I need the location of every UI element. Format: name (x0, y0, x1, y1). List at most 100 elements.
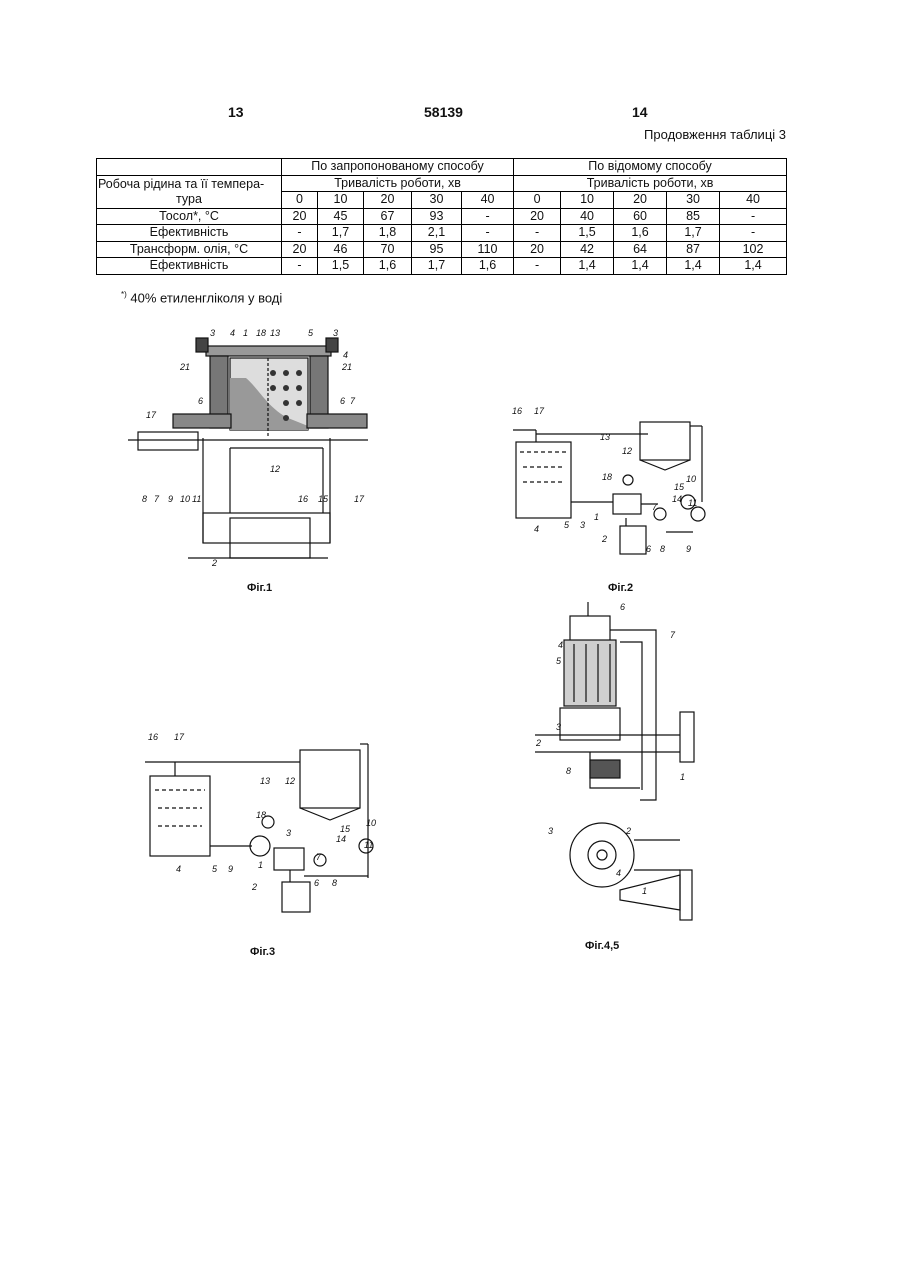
group-header-proposed: По запропонованому способу (282, 159, 514, 176)
fig2-part-label: 1 (594, 512, 599, 522)
results-table: По запропонованому способу По відомому с… (96, 158, 787, 275)
table-cell: 1,8 (364, 225, 412, 242)
fig1-part-label: 7 (350, 396, 355, 406)
fig1-part-label: 4 (230, 328, 235, 338)
time-cell: 30 (412, 192, 462, 209)
figure-1-caption: Фіг.1 (247, 582, 272, 594)
page-number-right: 14 (632, 104, 648, 120)
fig2-part-label: 16 (512, 406, 522, 416)
fig45-part-label: 3 (556, 722, 561, 732)
fig1-part-label: 1 (243, 328, 248, 338)
fig3-part-label: 18 (256, 810, 266, 820)
row-label: Ефективність (97, 225, 282, 242)
fig45-part-label: 6 (620, 602, 625, 612)
fig1-part-label: 17 (354, 494, 364, 504)
time-cell: 40 (720, 192, 787, 209)
fig3-part-label: 13 (260, 776, 270, 786)
row-label: Трансформ. олія, °С (97, 241, 282, 258)
figure-2-caption: Фіг.2 (608, 582, 633, 594)
fig2-part-label: 6 (646, 544, 651, 554)
fig3-part-label: 17 (174, 732, 184, 742)
table-cell: - (282, 225, 318, 242)
fig3-part-label: 8 (332, 878, 337, 888)
table-cell: 46 (318, 241, 364, 258)
table-cell: 42 (561, 241, 614, 258)
fig1-part-label: 8 (142, 494, 147, 504)
fig3-part-label: 12 (285, 776, 295, 786)
time-cell: 20 (614, 192, 667, 209)
fig45-part-label: 5 (556, 656, 561, 666)
table-cell: 1,5 (561, 225, 614, 242)
fig1-part-label: 16 (298, 494, 308, 504)
fig1-part-label: 12 (270, 464, 280, 474)
group-header-known: По відомому способу (514, 159, 787, 176)
patent-number: 58139 (424, 104, 463, 120)
table-cell: 85 (667, 208, 720, 225)
table-cell: 1,4 (561, 258, 614, 275)
fig2-part-label: 5 (564, 520, 569, 530)
fig1-part-label: 9 (168, 494, 173, 504)
table-cell: 45 (318, 208, 364, 225)
table-cell: 87 (667, 241, 720, 258)
fig2-part-label: 17 (534, 406, 544, 416)
table-cell: 1,7 (667, 225, 720, 242)
table-row: Тосол*, °С 20 45 67 93 - 20 40 60 85 - (97, 208, 787, 225)
table-cell: - (720, 225, 787, 242)
table-cell: 2,1 (412, 225, 462, 242)
fig1-part-label: 3 (333, 328, 338, 338)
fig3-part-label: 4 (176, 864, 181, 874)
table-cell: 1,4 (667, 258, 720, 275)
fig2-part-label: 15 (674, 482, 684, 492)
table-cell: 70 (364, 241, 412, 258)
table-cell: 110 (462, 241, 514, 258)
table-cell: 1,7 (412, 258, 462, 275)
fig2-part-label: 14 (672, 494, 682, 504)
table-cell: - (514, 258, 561, 275)
fig3-part-label: 10 (366, 818, 376, 828)
fig1-part-label: 13 (270, 328, 280, 338)
table-row: Трансформ. олія, °С 20 46 70 95 110 20 4… (97, 241, 787, 258)
fig2-part-label: 12 (622, 446, 632, 456)
table-cell: 1,6 (462, 258, 514, 275)
duration-header-proposed: Тривалість роботи, хв (282, 175, 514, 192)
footnote: *) 40% етиленгліколя у воді (121, 290, 282, 305)
fig45-part-label: 1 (680, 772, 685, 782)
fig45-part-label: 1 (642, 886, 647, 896)
fig2-part-label: 18 (602, 472, 612, 482)
fig45-part-label: 8 (566, 766, 571, 776)
fig3-part-label: 14 (336, 834, 346, 844)
table-cell: 1,6 (364, 258, 412, 275)
fig2-part-label: 13 (600, 432, 610, 442)
fig1-part-label: 10 (180, 494, 190, 504)
fig1-part-label: 6 (340, 396, 345, 406)
fig2-part-label: 3 (580, 520, 585, 530)
row-label: Ефективність (97, 258, 282, 275)
time-cell: 40 (462, 192, 514, 209)
table-cell: 1,5 (318, 258, 364, 275)
table-cell: 1,6 (614, 225, 667, 242)
fig3-part-label: 2 (252, 882, 257, 892)
fig1-part-label: 15 (318, 494, 328, 504)
table-row: Ефективність - 1,7 1,8 2,1 - - 1,5 1,6 1… (97, 225, 787, 242)
fig45-part-label: 7 (670, 630, 675, 640)
table-cell: 64 (614, 241, 667, 258)
fig3-part-label: 6 (314, 878, 319, 888)
fig3-part-label: 16 (148, 732, 158, 742)
fig3-part-label: 1 (258, 860, 263, 870)
figure-1-drawing (118, 318, 380, 578)
fig1-part-label: 7 (154, 494, 159, 504)
fig2-part-label: 4 (534, 524, 539, 534)
fig3-part-label: 11 (364, 840, 373, 850)
table-corner-cell (97, 159, 282, 176)
table-cell: 1,4 (614, 258, 667, 275)
row-header-line-1: Робоча рідина та її темпера- (97, 177, 281, 192)
table-cell: 67 (364, 208, 412, 225)
fig1-part-label: 3 (210, 328, 215, 338)
table-cell: 20 (282, 241, 318, 258)
fig45-part-label: 4 (558, 640, 563, 650)
fig1-part-label: 2 (212, 558, 217, 568)
table-cell: 95 (412, 241, 462, 258)
fig3-part-label: 3 (286, 828, 291, 838)
time-cell: 0 (282, 192, 318, 209)
table-row: Ефективність - 1,5 1,6 1,7 1,6 - 1,4 1,4… (97, 258, 787, 275)
